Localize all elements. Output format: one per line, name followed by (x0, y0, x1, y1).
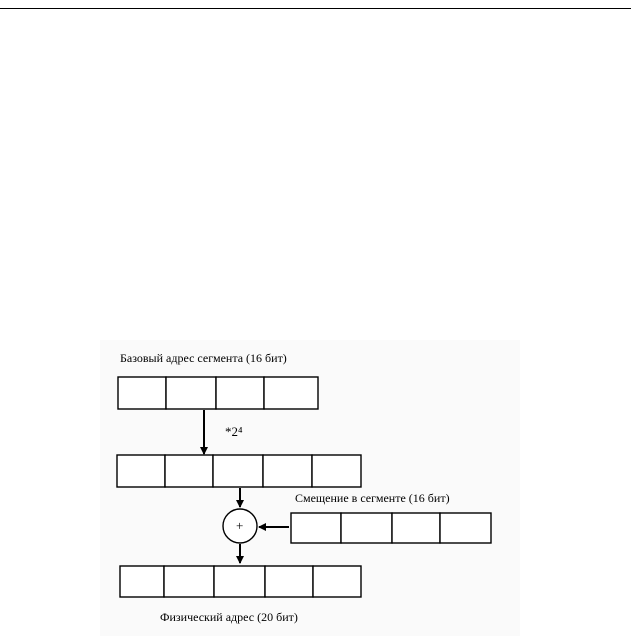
base-address-register (117, 376, 319, 410)
physical-address-cell (163, 565, 215, 598)
offset-cell (290, 512, 342, 544)
physical-address-cell (119, 565, 165, 598)
offset-register (290, 512, 492, 544)
physical-address-cell (213, 565, 266, 598)
physical-address-cell (264, 565, 314, 598)
shifted-cell (116, 454, 166, 488)
offset-cell (439, 512, 492, 544)
multiplier-label: *2⁴ (225, 424, 243, 439)
header-rule (0, 8, 631, 9)
shifted-register (116, 454, 362, 488)
adder-symbol: + (236, 518, 244, 533)
shifted-cell (262, 454, 313, 488)
base-address-cell (117, 376, 167, 410)
offset-cell (340, 512, 393, 544)
offset-label: Смещение в сегменте (16 бит) (295, 491, 450, 505)
physical-address-cell (312, 565, 362, 598)
physical-address-register (119, 565, 362, 598)
adder-circle (222, 508, 258, 544)
base-address-cell (165, 376, 217, 410)
base-address-cell (263, 376, 319, 410)
shifted-cell (212, 454, 264, 488)
base-address-label: Базовый адрес сегмента (16 бит) (120, 351, 287, 365)
base-address-cell (215, 376, 265, 410)
offset-cell (391, 512, 441, 544)
physical-address-label: Физический адрес (20 бит) (160, 610, 298, 624)
shifted-cell (311, 454, 362, 488)
shifted-cell (164, 454, 214, 488)
